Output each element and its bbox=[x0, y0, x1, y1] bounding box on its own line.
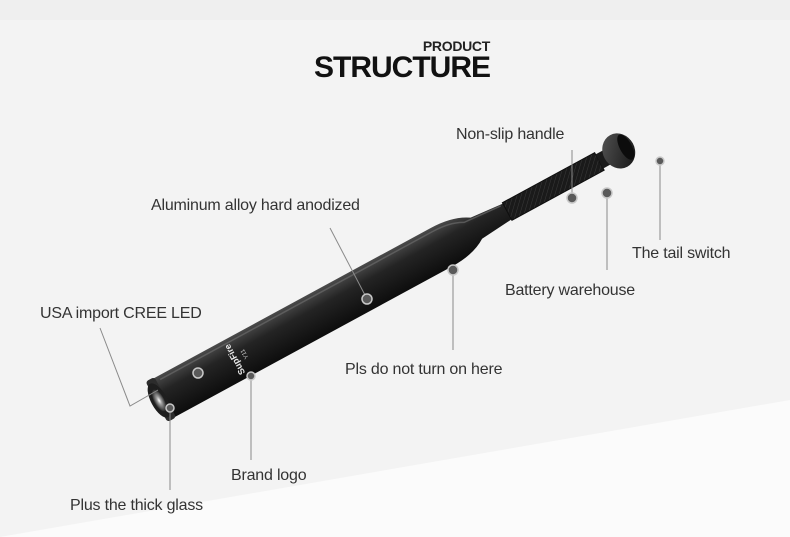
barrel bbox=[149, 203, 512, 420]
label-cree-led: USA import CREE LED bbox=[40, 305, 202, 322]
marker-non-slip bbox=[566, 192, 578, 204]
label-no-turn: Pls do not turn on here bbox=[345, 361, 503, 378]
title-product: PRODUCT bbox=[422, 38, 490, 54]
marker-brand bbox=[246, 371, 256, 381]
label-aluminum-alloy: Aluminum alloy hard anodized bbox=[151, 197, 360, 214]
label-brand-logo: Brand logo bbox=[231, 467, 307, 484]
marker-aluminum bbox=[361, 293, 373, 305]
leader-lines bbox=[99, 150, 661, 490]
leader-cree bbox=[99, 327, 159, 407]
markers bbox=[165, 156, 665, 413]
flashlight-body: SupFire Y11 bbox=[146, 133, 636, 422]
model-text: Y11 bbox=[240, 347, 250, 359]
knurled-grip bbox=[502, 152, 605, 221]
label-thick-glass: Plus the thick glass bbox=[70, 497, 203, 514]
marker-glass bbox=[165, 403, 175, 413]
leader-aluminum bbox=[329, 227, 367, 298]
label-non-slip-handle: Non-slip handle bbox=[456, 126, 565, 143]
label-tail-switch: The tail switch bbox=[632, 245, 731, 262]
marker-battery bbox=[601, 187, 613, 199]
marker-tail-switch bbox=[655, 156, 665, 166]
title-block: PRODUCT STRUCTURE bbox=[300, 36, 491, 86]
label-battery-warehouse: Battery warehouse bbox=[505, 282, 636, 299]
title-structure: STRUCTURE bbox=[314, 51, 491, 84]
marker-no-turn bbox=[447, 264, 459, 276]
marker-head bbox=[192, 367, 204, 379]
